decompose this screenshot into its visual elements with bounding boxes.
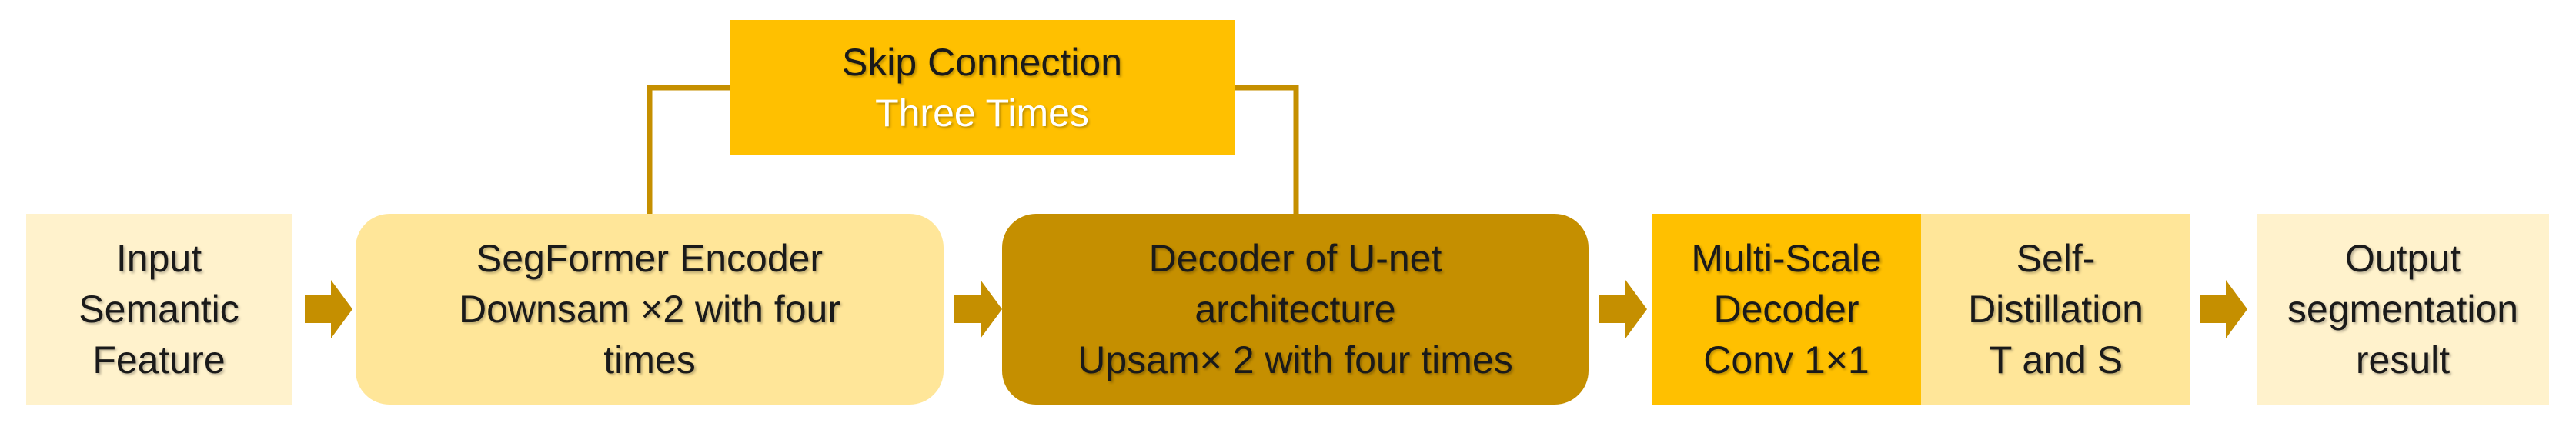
sd-line-1: Self- [2016,237,2096,280]
unet-decoder-box: Decoder of U-net architecture Upsam× 2 w… [1002,214,1589,405]
decoder-line-2: architecture [1194,288,1396,331]
sd-line-2: Distillation [1968,288,2143,331]
skip-connection-subtitle: Three Times [875,92,1089,135]
arrow-right-icon [954,280,1002,338]
decoder-line-1: Decoder of U-net [1148,237,1442,280]
output-line-3: result [2355,338,2451,381]
input-semantic-feature-box: Input Semantic Feature [26,214,292,405]
encoder-line-1: SegFormer Encoder [476,237,824,280]
sd-line-3: T and S [1988,338,2123,381]
arrow-right-icon [1599,280,1647,338]
skip-connection-title: Skip Connection [841,41,1123,84]
input-line-2: Semantic [79,288,239,331]
decoder-line-3: Upsam× 2 with four times [1078,338,1513,381]
msd-line-1: Multi-Scale [1691,237,1882,280]
output-line-1: Output [2344,237,2461,280]
output-line-2: segmentation [2287,288,2519,331]
skip-connection-box: Skip Connection Three Times [730,20,1235,155]
msd-line-2: Decoder [1713,288,1859,331]
arrow-right-icon [2200,280,2247,338]
input-line-3: Feature [92,338,226,381]
self-distillation-box: Self- Distillation T and S [1921,214,2190,405]
segformer-encoder-box: SegFormer Encoder Downsam ×2 with four t… [356,214,944,405]
output-segmentation-box: Output segmentation result [2257,214,2549,405]
encoder-line-2: Downsam ×2 with four [458,288,841,331]
msd-line-3: Conv 1×1 [1703,338,1869,381]
encoder-line-3: times [603,338,696,381]
arrow-right-icon [305,280,352,338]
multi-scale-decoder-box: Multi-Scale Decoder Conv 1×1 [1652,214,1921,405]
input-line-1: Input [115,237,202,280]
